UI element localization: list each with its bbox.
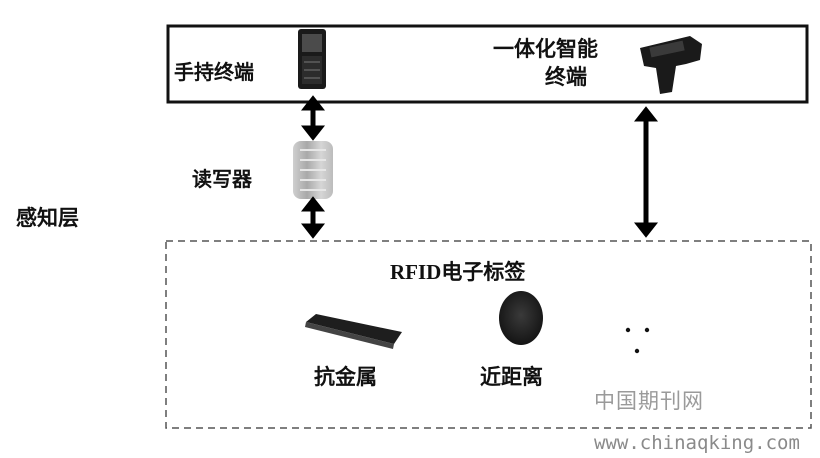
more-tags-dots-icon (625, 327, 650, 354)
tag-label-near-distance: 近距离 (480, 365, 543, 389)
tag-label-anti-metal: 抗金属 (314, 365, 377, 389)
smart-terminal-label-line1: 一体化智能 (493, 37, 598, 61)
handheld-terminal-icon (298, 29, 326, 89)
watermark-url: www.chinaqking.com (594, 432, 800, 454)
smart-terminal-scanner-icon (640, 36, 702, 94)
rfid-title: RFID电子标签 (390, 260, 526, 284)
smart-terminal-label-line2: 终端 (545, 65, 587, 89)
rfid-tag-box (165, 240, 812, 429)
terminal-box (166, 24, 809, 104)
arrow-reader-rfid (300, 196, 326, 239)
handheld-terminal-label: 手持终端 (174, 60, 254, 84)
layer-label: 感知层 (16, 206, 79, 230)
arrow-smart-terminal-rfid (633, 106, 659, 238)
anti-metal-tag-icon (305, 314, 402, 349)
reader-device-icon (293, 141, 333, 199)
watermark-journal: 中国期刊网 (594, 389, 704, 413)
reader-label: 读写器 (192, 167, 252, 191)
near-distance-tag-icon (499, 291, 543, 345)
arrow-handheld-reader (300, 95, 326, 141)
